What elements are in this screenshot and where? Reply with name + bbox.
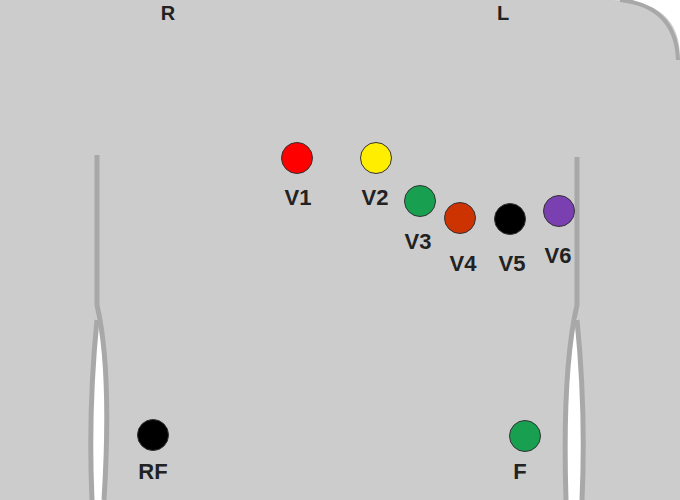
electrode-dot [509,420,541,452]
electrode-label: V2 [340,185,410,211]
electrode: V2 [341,142,411,212]
electrode: RF [118,419,188,486]
electrode-dot [281,142,313,174]
electrode-label: V4 [428,251,498,277]
electrode-dot [360,142,392,174]
electrode-dot [543,195,575,227]
electrode-label: RF [118,459,188,485]
shoulder-line [620,0,678,60]
electrode-label: V1 [263,185,333,211]
electrode-dot [444,202,476,234]
electrode-dot [404,185,436,217]
side-label: R [148,2,188,24]
arm-outline [91,320,97,500]
electrode-dot [137,419,169,451]
arm-outline [577,320,583,500]
electrode: V6 [524,195,594,270]
electrode: V1 [262,142,332,212]
electrode: F [490,420,560,486]
electrode-label: F [485,459,555,485]
electrode-dot [494,203,526,235]
electrode-label: V5 [477,251,547,277]
side-label: L [483,2,523,24]
electrode: V4 [425,202,495,278]
electrode: V5 [475,203,545,278]
electrode-label: V6 [523,243,593,269]
electrode-label: V3 [383,229,453,255]
